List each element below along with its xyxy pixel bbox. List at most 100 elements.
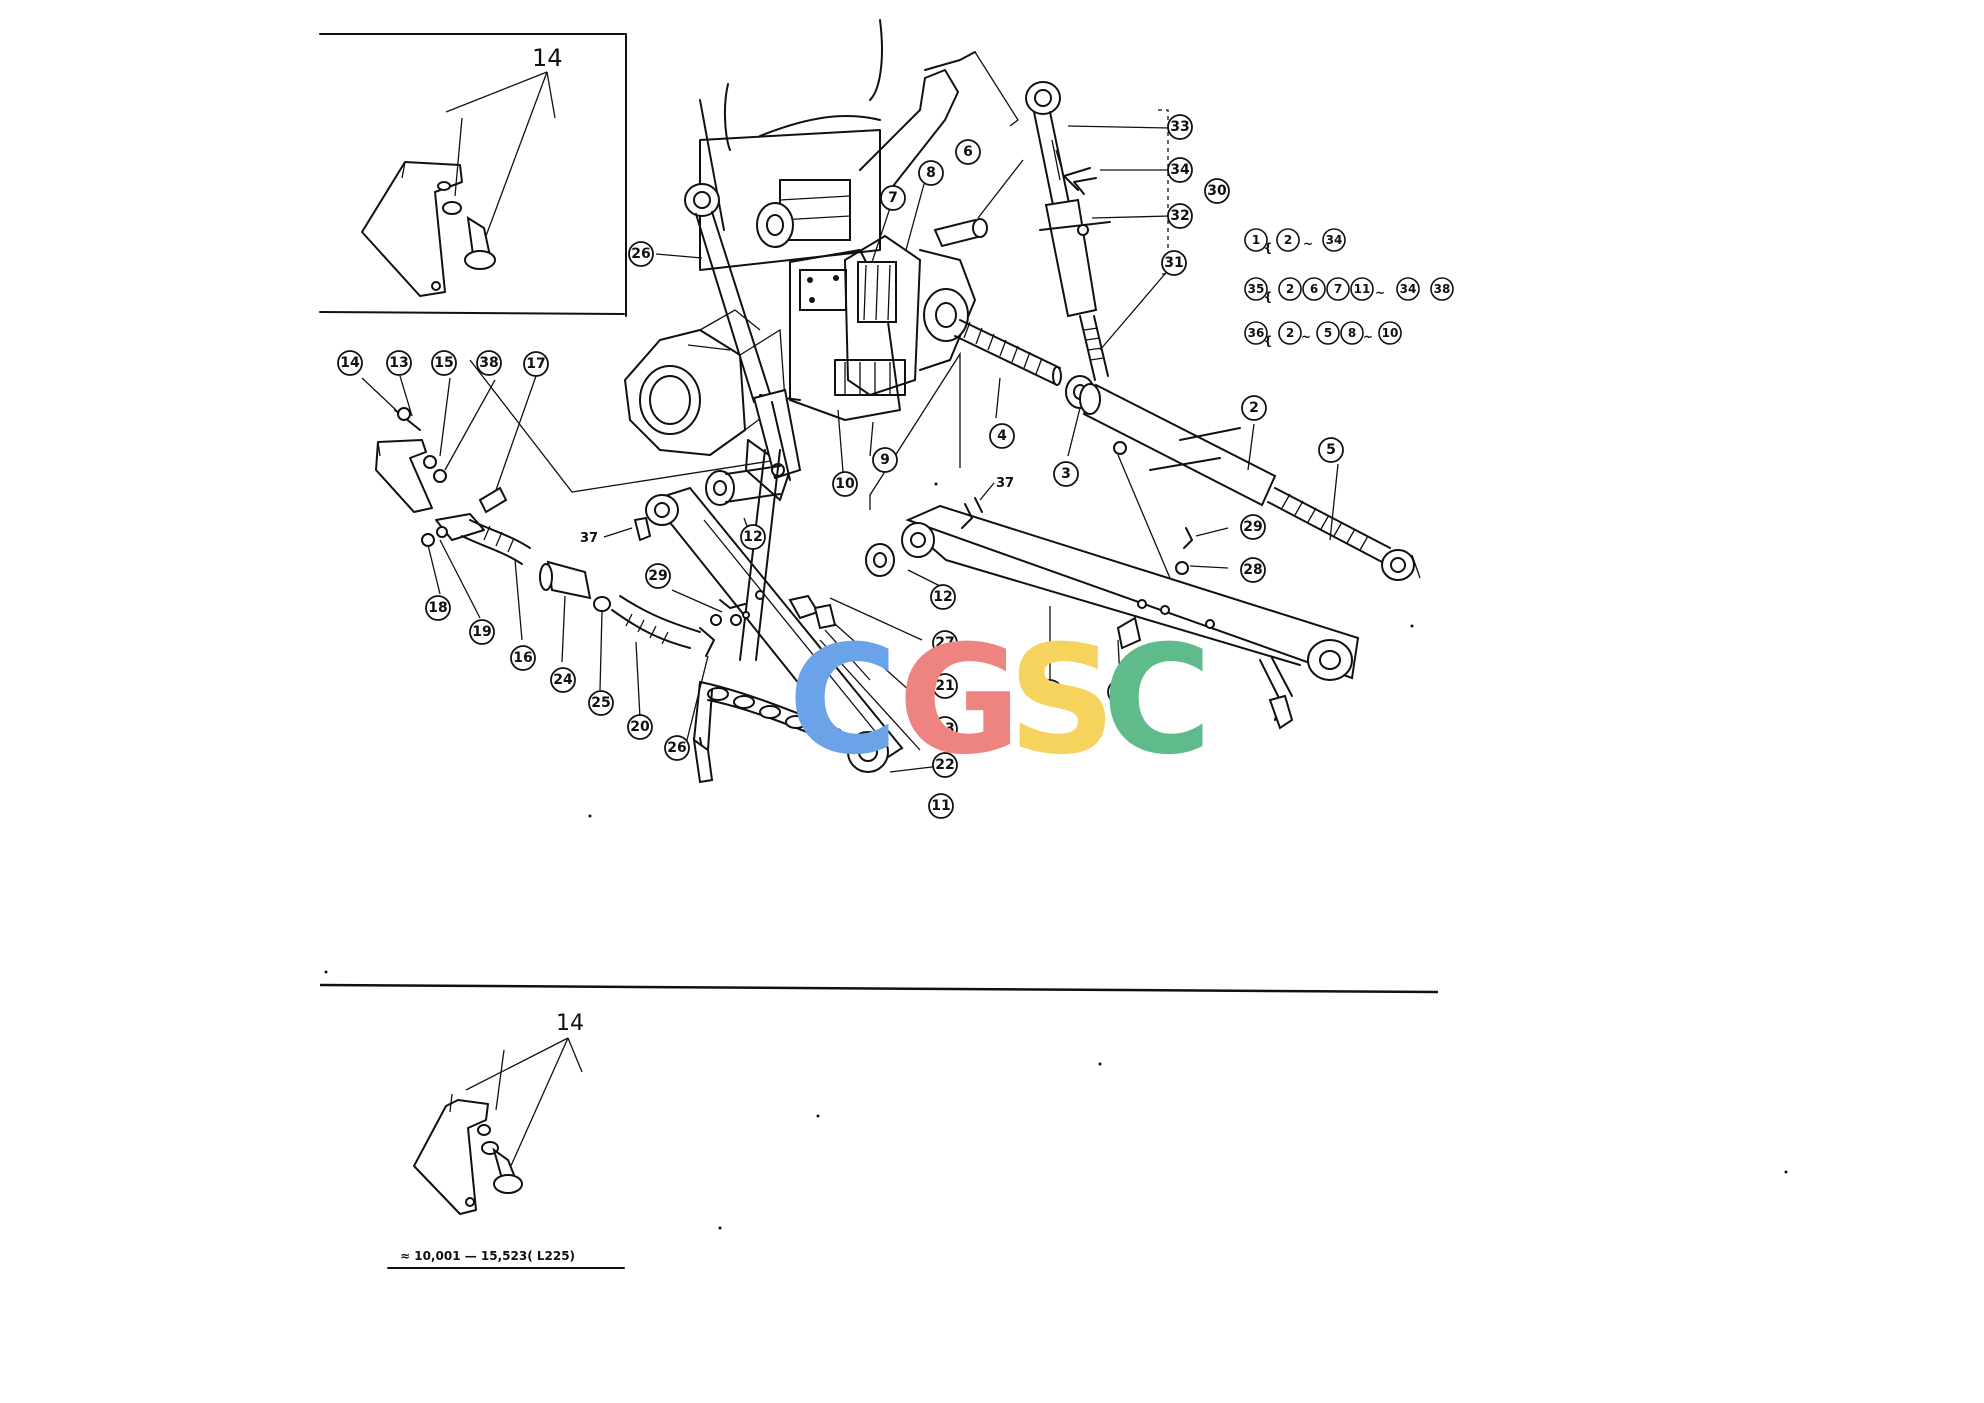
callout-11-left: 11 (928, 793, 954, 819)
inset-bottom-number: 14 (556, 1011, 584, 1036)
svg-text:25: 25 (591, 695, 610, 711)
svg-text:{: { (1264, 290, 1273, 304)
callout-34: 34 (1167, 157, 1193, 183)
callout-17: 17 (523, 351, 549, 377)
callout-numbers: 2 3 4 5 6 7 8 9 10 11 11 12 12 13 14 15 … (337, 114, 1344, 819)
svg-text:5: 5 (1324, 326, 1332, 340)
callout-8: 8 (918, 160, 944, 186)
svg-text:36: 36 (1248, 326, 1265, 340)
svg-text:20: 20 (630, 719, 650, 735)
callout-12-lower: 12 (930, 584, 956, 610)
lower-link-right (865, 351, 1360, 730)
callout-15: 15 (431, 350, 457, 376)
callout-13: 13 (386, 350, 412, 376)
svg-text:6: 6 (1310, 282, 1318, 296)
svg-text:34: 34 (1170, 162, 1190, 178)
svg-text:5: 5 (1326, 442, 1336, 458)
svg-text:2: 2 (1286, 326, 1294, 340)
svg-text:28: 28 (1243, 562, 1262, 578)
callout-29-right: 29 (1240, 514, 1266, 540)
callout-5: 5 (1318, 437, 1344, 463)
assembly-formula-1: 1 { 2 ~ 34 (1244, 228, 1346, 255)
callout-6: 6 (955, 139, 981, 165)
callout-3: 3 (1053, 461, 1079, 487)
inset-detail-bottom: 14 ≈ 10,001 — 15,523( L225) (387, 1011, 625, 1269)
svg-text:10: 10 (1382, 326, 1399, 340)
callout-23: 23 (932, 716, 958, 742)
svg-text:3: 3 (1061, 466, 1071, 482)
watermark-letter-2: G (898, 614, 1021, 788)
callout-26-lower: 26 (664, 735, 690, 761)
svg-text:10: 10 (835, 476, 855, 492)
callout-9: 9 (872, 447, 898, 473)
assembly-formula-3: 36 { 2 ~ 5 8 ~ 10 (1244, 321, 1402, 348)
label-37-right: 37 (996, 476, 1014, 491)
callout-31: 31 (1161, 250, 1187, 276)
inset-top-number: 14 (532, 44, 563, 72)
callout-14: 14 (337, 350, 363, 376)
callout-4: 4 (989, 423, 1015, 449)
callout-16: 16 (510, 645, 536, 671)
callout-29-left: 29 (645, 563, 671, 589)
svg-text:11: 11 (1354, 282, 1371, 296)
svg-text:31: 31 (1164, 255, 1183, 271)
watermark-letter-4: C (1102, 614, 1212, 788)
lower-link-left (634, 449, 923, 784)
callout-27-right: 27 (1107, 679, 1133, 705)
callout-leaders (655, 183, 1339, 773)
assembly-formula-2: 35 { 2 6 7 11 ~ 34 38 (1244, 277, 1454, 304)
svg-text:{: { (1264, 241, 1273, 255)
callout-33: 33 (1167, 114, 1193, 140)
svg-text:21: 21 (935, 678, 954, 694)
label-37-left: 37 (580, 531, 598, 546)
watermark-logo: C G S C (788, 614, 1212, 788)
callout-2: 2 (1241, 395, 1267, 421)
callout-24: 24 (550, 667, 576, 693)
callout-11-right: 11 (1037, 679, 1063, 705)
svg-text:27: 27 (1110, 684, 1129, 700)
callout-22: 22 (932, 752, 958, 778)
svg-text:33: 33 (1170, 119, 1189, 135)
svg-text:13: 13 (389, 355, 408, 371)
svg-text:12: 12 (743, 529, 762, 545)
svg-text:19: 19 (472, 624, 491, 640)
svg-text:12: 12 (933, 589, 952, 605)
check-chain-left (361, 375, 723, 745)
svg-text:1: 1 (1252, 233, 1260, 247)
lift-rod-left (684, 183, 802, 506)
callout-18: 18 (425, 595, 451, 621)
svg-text:{: { (1264, 334, 1273, 348)
svg-text:26: 26 (631, 246, 650, 262)
svg-text:34: 34 (1400, 282, 1417, 296)
svg-text:23: 23 (935, 721, 954, 737)
callout-19: 19 (469, 619, 495, 645)
callout-10: 10 (832, 471, 858, 497)
callout-30: 30 (1204, 178, 1230, 204)
svg-text:38: 38 (479, 355, 498, 371)
svg-text:2: 2 (1249, 400, 1259, 416)
watermark-letter-3: S (1008, 614, 1116, 788)
svg-text:26: 26 (667, 740, 686, 756)
section-divider (319, 983, 1439, 994)
svg-text:6: 6 (963, 144, 973, 160)
callout-26-upper: 26 (628, 241, 654, 267)
svg-text:8: 8 (926, 165, 936, 181)
tractor-rear-housing (469, 19, 1024, 501)
callout-27-left: 27 (932, 630, 958, 656)
watermark-letter-1: C (788, 614, 898, 788)
svg-text:30: 30 (1207, 183, 1227, 199)
callout-32: 32 (1167, 203, 1193, 229)
svg-text:24: 24 (553, 672, 573, 688)
callout-25: 25 (588, 690, 614, 716)
svg-text:38: 38 (1434, 282, 1451, 296)
svg-text:29: 29 (648, 568, 667, 584)
serial-range-note: ≈ 10,001 — 15,523( L225) (400, 1249, 575, 1263)
svg-text:16: 16 (513, 650, 532, 666)
svg-text:4: 4 (997, 428, 1007, 444)
callout-12-upper: 12 (740, 524, 766, 550)
callout-20: 20 (627, 714, 653, 740)
svg-text:9: 9 (880, 452, 890, 468)
svg-text:27: 27 (935, 635, 954, 651)
svg-text:15: 15 (434, 355, 453, 371)
